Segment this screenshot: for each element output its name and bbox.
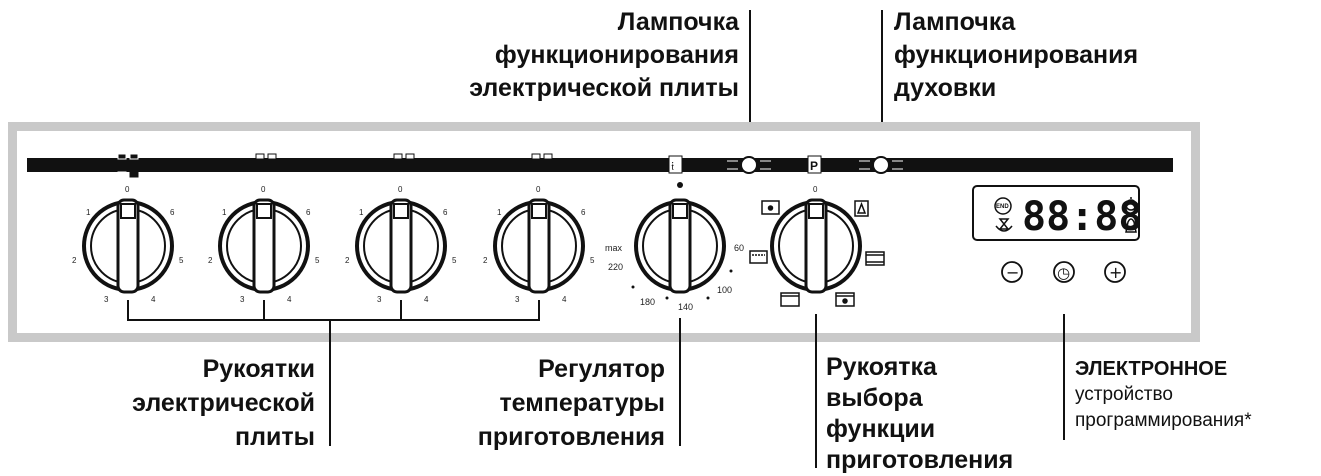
- hob-knob-2-ticks: 0 1 2 3 4 5 6: [208, 185, 320, 304]
- clock-icon: ◷: [1057, 264, 1070, 282]
- zone-indicator-4: [531, 153, 553, 160]
- top-bottom-heat-icon: [865, 251, 885, 266]
- tick-0: 0: [398, 185, 403, 194]
- tick-4: 4: [287, 295, 292, 304]
- hob-knob-4: [493, 198, 585, 294]
- thermostat-knob: [634, 182, 726, 294]
- fan-function-icon: [761, 200, 780, 215]
- tick-1: 1: [86, 208, 91, 217]
- tick-60: 60: [734, 243, 744, 253]
- temperature-regulator-label: Регулятор температуры приготовления: [477, 355, 665, 451]
- zone-indicator-1: [117, 153, 139, 178]
- svg-text:END: END: [996, 204, 1009, 210]
- tick-4: 4: [151, 295, 156, 304]
- hob-lamp-label: Лампочка функционирования электрической …: [469, 8, 739, 102]
- minus-button[interactable]: −: [1001, 261, 1023, 283]
- bottom-heat-icon: [780, 292, 800, 307]
- tick-220: 220: [608, 262, 623, 272]
- zone-indicator-3: [393, 153, 415, 160]
- tick-6: 6: [443, 208, 448, 217]
- tick-4: 4: [424, 295, 429, 304]
- hob-lamp-icon: [727, 156, 771, 174]
- tick-1: 1: [222, 208, 227, 217]
- hob-knob-3-ticks: 0 1 2 3 4 5 6: [345, 185, 457, 304]
- tick-5: 5: [179, 256, 184, 265]
- tick-3: 3: [104, 295, 109, 304]
- tick-3: 3: [240, 295, 245, 304]
- tick-5: 5: [315, 256, 320, 265]
- hob-knob-3: [355, 198, 447, 294]
- bell-icon: [1125, 218, 1137, 233]
- tick-3: 3: [377, 295, 382, 304]
- tick-5: 5: [452, 256, 457, 265]
- end-icon: END: [994, 197, 1012, 215]
- hob-knob-2: [218, 198, 310, 294]
- grill-function-icon: [749, 250, 768, 264]
- hob-lamp-leader: [749, 10, 751, 160]
- thermo-symbol-box: [668, 155, 683, 174]
- tick-6: 6: [306, 208, 311, 217]
- hob-knobs-label: Рукоятки электрической плиты: [132, 355, 315, 451]
- tick-0: 0: [536, 185, 541, 194]
- defrost-function-icon: [854, 200, 869, 217]
- tick-180: 180: [640, 297, 655, 307]
- tick-100: 100: [717, 285, 732, 295]
- programmer-label: ЭЛЕКТРОННОЕ устройство программирования*: [1075, 358, 1252, 431]
- tick-5: 5: [590, 256, 595, 265]
- plus-button[interactable]: +: [1104, 261, 1126, 283]
- thermostat-ticks: max 220 180 140 100 60: [605, 243, 744, 312]
- clock-button[interactable]: ◷: [1053, 261, 1075, 283]
- function-icons: [749, 200, 885, 307]
- plus-icon: +: [1109, 263, 1122, 282]
- oven-lamp-icon: [859, 156, 903, 174]
- minus-icon: −: [1006, 263, 1019, 282]
- zone-indicator-2: [255, 153, 277, 160]
- hob-knob-1-ticks: 0 1 2 3 4 5 6: [72, 185, 184, 304]
- tick-6: 6: [170, 208, 175, 217]
- selector-tick-0: 0: [813, 185, 818, 194]
- tick-0: 0: [125, 185, 130, 194]
- tick-6: 6: [581, 208, 586, 217]
- hob-knob-4-ticks: 0 1 2 3 4 5 6: [483, 185, 595, 304]
- tick-2: 2: [483, 256, 488, 265]
- timer-icon: [1125, 197, 1137, 211]
- display-digits: 88:88: [1022, 194, 1142, 240]
- tick-2: 2: [208, 256, 213, 265]
- tick-140: 140: [678, 302, 693, 312]
- oven-lamp-leader: [881, 10, 883, 160]
- hob-knobs-bracket: [127, 300, 540, 446]
- tick-2: 2: [72, 256, 77, 265]
- fan-grill-icon: [835, 292, 855, 307]
- tick-1: 1: [359, 208, 364, 217]
- programmer-display: [972, 185, 1140, 241]
- hourglass-icon: [995, 218, 1013, 232]
- programme-symbol: P: [810, 159, 818, 173]
- indicator-strip: [27, 158, 1173, 172]
- tick-3: 3: [515, 295, 520, 304]
- tick-2: 2: [345, 256, 350, 265]
- hob-knob-1: [82, 198, 174, 294]
- tick-0: 0: [261, 185, 266, 194]
- function-selector-label: Рукоятка выбора функции приготовления: [826, 353, 1014, 474]
- tick-4: 4: [562, 295, 567, 304]
- thermo-symbol: 𝔦: [671, 159, 674, 173]
- programme-symbol-box: [807, 155, 822, 174]
- tick-max: max: [605, 243, 623, 253]
- tick-1: 1: [497, 208, 502, 217]
- oven-lamp-label: Лампочка функционирования духовки: [894, 8, 1139, 102]
- function-selector-knob: [770, 198, 862, 294]
